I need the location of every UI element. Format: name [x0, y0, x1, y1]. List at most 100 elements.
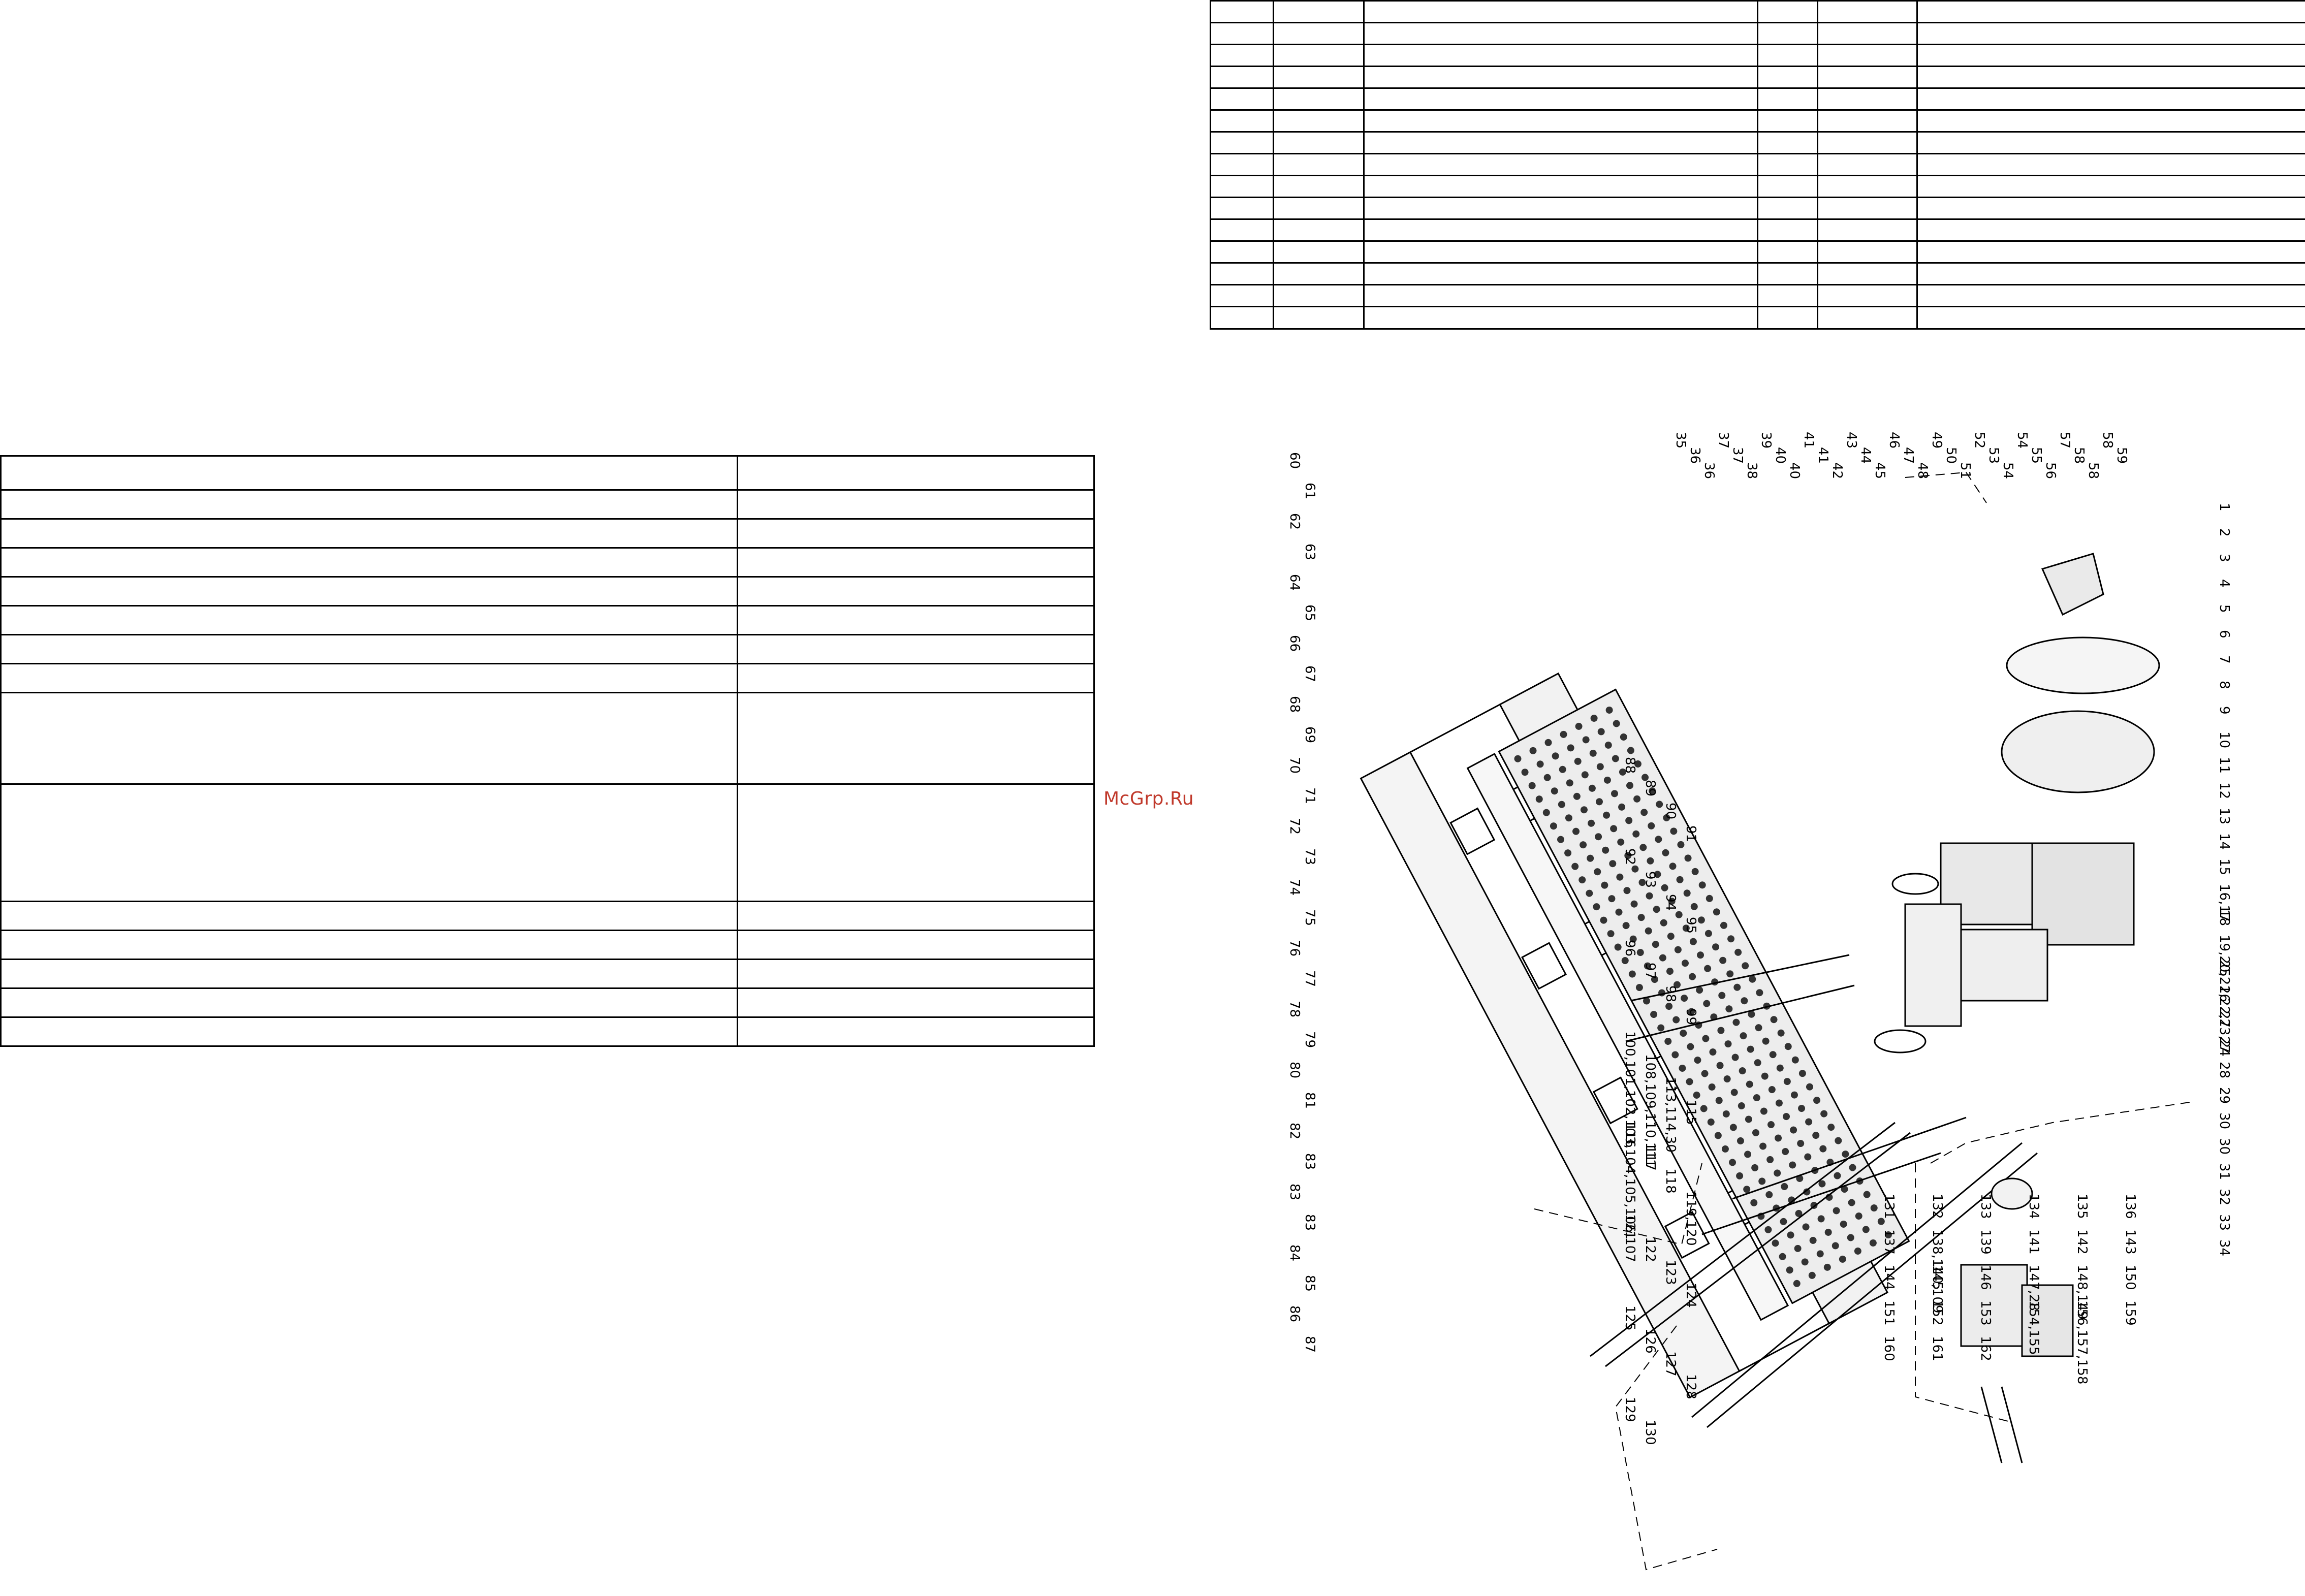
part-callout-label: 37	[1730, 447, 1745, 464]
table-top-row	[1210, 197, 2305, 220]
part-callout-label: 39	[1758, 432, 1774, 449]
table-hole	[1677, 841, 1685, 848]
table-left-row	[0, 605, 1095, 635]
table-hole	[1697, 916, 1705, 924]
table-cell	[1817, 131, 1918, 154]
table-hole	[1804, 1153, 1812, 1161]
part-callout-label: 48	[1915, 462, 1930, 479]
table-hole	[1628, 970, 1636, 978]
part-callout-label: 152	[1930, 1300, 1945, 1326]
part-callout-label: 61	[1302, 483, 1317, 499]
table-top-row	[1210, 262, 2305, 285]
table-cell	[1916, 22, 2305, 45]
part-callout-label: 131	[1881, 1194, 1897, 1219]
table-left-row	[0, 576, 1095, 607]
part-callout-label: 88	[1622, 757, 1637, 774]
part-callout-label: 147,28	[2026, 1265, 2041, 1311]
table-hole	[1645, 927, 1652, 935]
table-hole	[1832, 1242, 1839, 1250]
table-hole	[1610, 825, 1618, 833]
part-callout-label: 74	[1287, 879, 1302, 896]
table-hole	[1542, 809, 1550, 816]
table-hole	[1754, 1059, 1761, 1067]
table-cell	[737, 547, 1095, 578]
table-cell	[1916, 240, 2305, 264]
table-cell	[1757, 262, 1818, 285]
table-hole	[1784, 1043, 1792, 1050]
table-hole	[1641, 774, 1649, 781]
table-hole	[1565, 814, 1572, 822]
part-callout-label: 87	[1302, 1336, 1317, 1353]
table-hole	[1718, 992, 1726, 999]
watermark-logo[interactable]: McGrp.Ru	[1103, 788, 1194, 809]
table-hole	[1621, 957, 1629, 965]
part-callout-label: 118	[1663, 1168, 1678, 1194]
table-hole	[1696, 986, 1703, 994]
table-hole	[1671, 1051, 1679, 1059]
table-hole	[1629, 935, 1637, 943]
table-cell	[1363, 197, 1758, 220]
table-hole	[1798, 1070, 1806, 1077]
table-cell	[1817, 306, 1918, 330]
table-cell	[1363, 306, 1758, 330]
table-hole	[1833, 1207, 1840, 1215]
table-cell	[1273, 218, 1365, 242]
part-callout-label: 9	[2217, 706, 2232, 715]
table-cell	[1363, 66, 1758, 89]
table-cell	[1757, 87, 1818, 111]
table-hole	[1820, 1110, 1828, 1118]
table-hole	[1809, 1236, 1817, 1244]
table-hole	[1748, 1010, 1755, 1018]
table-hole	[1743, 1186, 1751, 1193]
table-hole	[1656, 801, 1663, 808]
part-callout-label: 128	[1683, 1374, 1698, 1399]
part-callout-label: 82	[1287, 1123, 1302, 1139]
table-hole	[1650, 1011, 1658, 1018]
table-cell	[0, 692, 738, 785]
table-cell	[1363, 109, 1758, 133]
table-cell	[737, 1016, 1095, 1047]
table-hole	[1794, 1244, 1802, 1252]
table-hole	[1619, 768, 1626, 776]
table-top-row	[1210, 306, 2305, 330]
table-cell	[1757, 153, 1818, 176]
part-callout-label: 58	[2086, 462, 2101, 479]
table-hole	[1543, 774, 1551, 781]
part-callout-label: 70	[1287, 757, 1302, 774]
table-hole	[1632, 830, 1640, 838]
table-hole	[1779, 1253, 1786, 1260]
part-callout-label: 28	[2217, 1062, 2232, 1078]
table-hole	[1643, 997, 1651, 1005]
table-left-row	[0, 959, 1095, 989]
table-cell	[1817, 0, 1918, 23]
table-top-row	[1210, 284, 2305, 307]
table-hole	[1600, 916, 1607, 924]
table-hole	[1596, 763, 1604, 771]
part-callout-label: 19,20,21,22,23,24	[2217, 935, 2232, 1057]
part-callout-label: 148,149	[2074, 1265, 2090, 1320]
table-hole	[1679, 1064, 1686, 1072]
table-hole	[1824, 1228, 1832, 1236]
table-hole	[1762, 1037, 1770, 1045]
table-hole	[1793, 1280, 1801, 1287]
table-cell	[1273, 22, 1365, 45]
part-callout-label: 139	[1978, 1229, 1993, 1255]
part-callout-label: 50	[1943, 447, 1959, 464]
table-hole	[1587, 854, 1594, 862]
table-cell	[737, 783, 1095, 902]
table-hole	[1713, 908, 1720, 916]
part-callout-label: 153	[1978, 1300, 1993, 1326]
table-hole	[1630, 900, 1638, 908]
part-callout-label: 58	[2100, 432, 2115, 449]
table-hole	[1683, 889, 1691, 897]
table-hole	[1567, 744, 1574, 752]
part-callout-label: 125	[1622, 1305, 1637, 1331]
table-hole	[1753, 1094, 1760, 1102]
table-hole	[1660, 919, 1667, 927]
part-callout-label: 7	[2217, 655, 2232, 664]
table-hole	[1659, 954, 1666, 962]
table-hole	[1626, 782, 1634, 789]
part-callout-label: 54	[2014, 432, 2030, 449]
part-callout-label: 115	[1683, 1100, 1698, 1125]
table-hole	[1736, 1172, 1744, 1179]
